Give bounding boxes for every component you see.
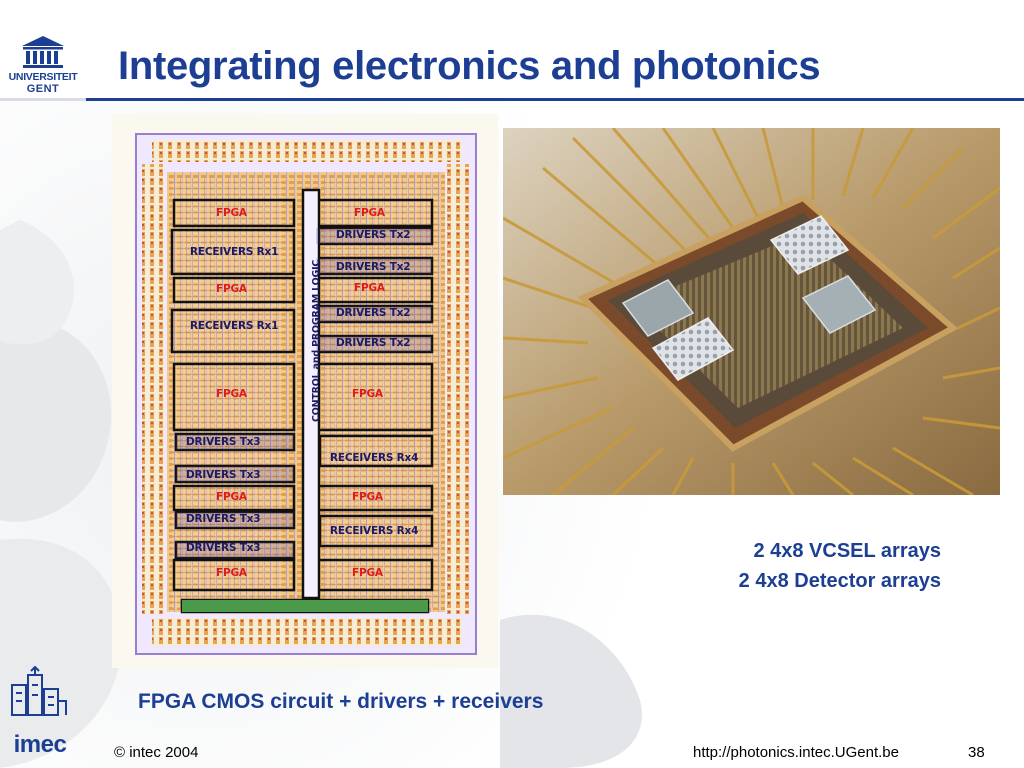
drivers-label: DRIVERS Tx2 <box>336 307 411 319</box>
chip-photo <box>503 128 1000 495</box>
drivers-label: DRIVERS Tx3 <box>186 469 261 481</box>
footer-copyright: © intec 2004 <box>114 744 199 761</box>
caption-detector: 2 4x8 Detector arrays <box>738 570 941 592</box>
page-number: 38 <box>968 744 985 761</box>
receivers-label: RECEIVERS Rx4 <box>330 525 419 537</box>
logo-band <box>0 0 86 100</box>
caption-vcsel: 2 4x8 VCSEL arrays <box>753 540 941 562</box>
logo-line2: GENT <box>26 83 60 95</box>
drivers-label: DRIVERS Tx2 <box>336 229 411 241</box>
control-logic-label: CONTROL and PROGRAM LOGIC <box>311 259 322 422</box>
fpga-label: FPGA <box>354 282 385 294</box>
drivers-label: DRIVERS Tx3 <box>186 436 261 448</box>
ugent-logo: UNIVERSITEIT GENT <box>2 32 84 100</box>
caption-cmos: FPGA CMOS circuit + drivers + receivers <box>138 690 544 713</box>
fpga-label: FPGA <box>352 567 383 579</box>
logo-line1: UNIVERSITEIT <box>8 71 78 83</box>
footer-url[interactable]: http://photonics.intec.UGent.be <box>693 744 899 761</box>
title-rule <box>86 98 1024 101</box>
receivers-label: RECEIVERS Rx4 <box>330 452 419 464</box>
layout-drawing <box>112 114 498 668</box>
university-building-icon <box>22 36 64 68</box>
fpga-label: FPGA <box>216 207 247 219</box>
fpga-label: FPGA <box>352 491 383 503</box>
imec-logo <box>4 665 76 765</box>
receivers-label: RECEIVERS Rx1 <box>190 320 279 332</box>
fpga-label: FPGA <box>352 388 383 400</box>
fpga-label: FPGA <box>216 283 247 295</box>
title-rule-left <box>0 98 86 101</box>
fpga-label: FPGA <box>216 388 247 400</box>
imec-emblem-icon <box>11 665 67 716</box>
receivers-label: RECEIVERS Rx1 <box>190 246 279 258</box>
fpga-label: FPGA <box>216 491 247 503</box>
drivers-label: DRIVERS Tx2 <box>336 337 411 349</box>
fpga-label: FPGA <box>354 207 385 219</box>
drivers-label: DRIVERS Tx3 <box>186 542 261 554</box>
slide-title: Integrating electronics and photonics <box>118 44 821 88</box>
imec-wordmark: imec <box>13 731 67 758</box>
fpga-label: FPGA <box>216 567 247 579</box>
drivers-label: DRIVERS Tx3 <box>186 513 261 525</box>
chip-layout-image: FPGA FPGA RECEIVERS Rx1 DRIVERS Tx2 DRIV… <box>112 114 498 668</box>
drivers-label: DRIVERS Tx2 <box>336 261 411 273</box>
